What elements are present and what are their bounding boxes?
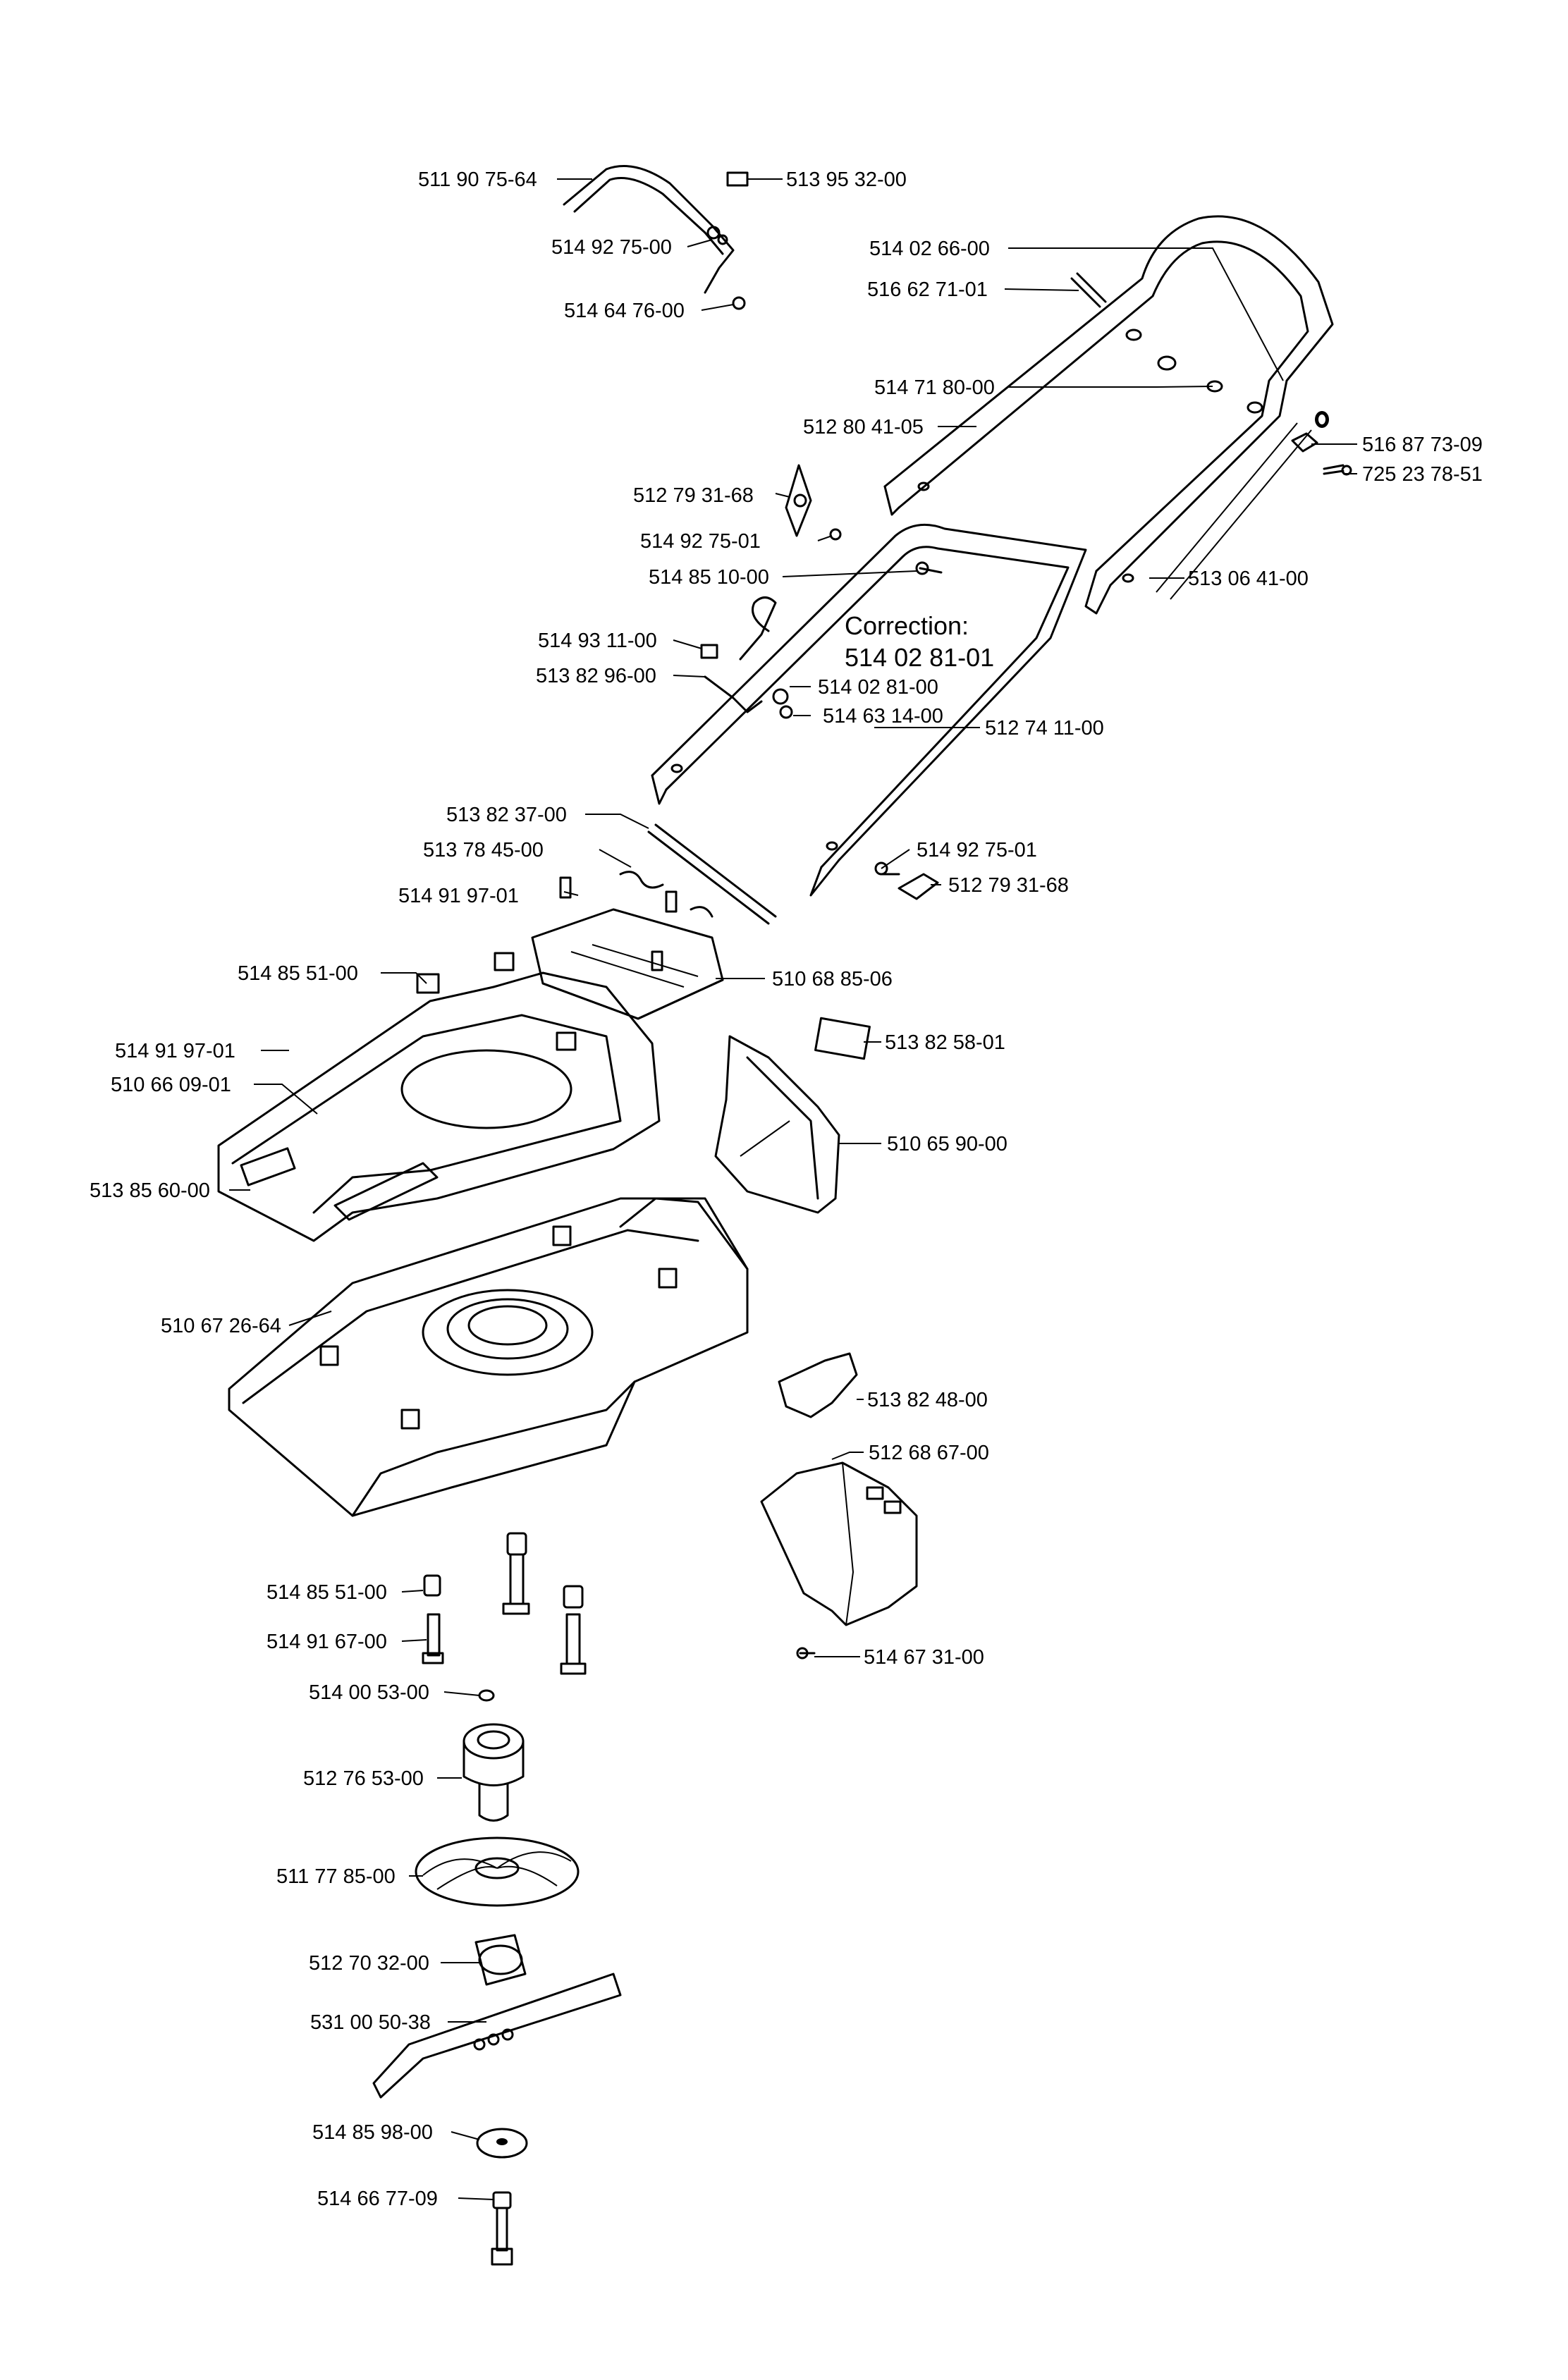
part-label: 514 91 67-00: [267, 1631, 387, 1653]
part-label: 514 85 10-00: [649, 566, 769, 589]
part-label: 512 70 32-00: [309, 1952, 429, 1975]
correction-part-number: 514 02 81-01: [845, 643, 994, 672]
part-label: 512 80 41-05: [803, 416, 924, 438]
part-label: 513 82 58-01: [885, 1031, 1005, 1054]
part-label: 512 76 53-00: [303, 1767, 424, 1790]
control-bar-drawing: [563, 165, 749, 310]
part-label: 510 65 90-00: [887, 1133, 1007, 1155]
lower-handle-drawing: [651, 523, 1087, 897]
part-label: 514 92 75-00: [551, 236, 672, 259]
part-label: 514 64 76-00: [564, 300, 685, 322]
part-label: 510 66 09-01: [111, 1074, 231, 1096]
part-label: 514 91 97-01: [398, 885, 519, 907]
part-label: 512 74 11-00: [985, 717, 1104, 740]
part-label: 513 82 37-00: [446, 804, 567, 826]
part-label: 514 02 81-00: [818, 676, 938, 699]
leader-lines: [229, 178, 1357, 2200]
part-label: 514 66 77-09: [317, 2188, 438, 2210]
part-label: 516 62 71-01: [867, 278, 988, 301]
part-label: 513 95 32-00: [786, 168, 907, 191]
part-label: 516 87 73-09: [1362, 434, 1483, 456]
part-label: 510 68 85-06: [772, 968, 893, 990]
side-deflector-drawing: [714, 1017, 871, 1214]
part-label: 514 92 75-01: [640, 530, 761, 553]
part-label: 514 93 11-00: [538, 630, 657, 652]
part-label: 513 78 45-00: [423, 839, 544, 861]
part-label: 511 77 85-00: [276, 1865, 396, 1888]
part-label: 514 63 14-00: [823, 705, 943, 728]
part-label: 514 71 80-00: [874, 376, 995, 399]
correction-title: Correction:: [845, 611, 969, 640]
part-label: 510 67 26-64: [161, 1315, 281, 1337]
part-label: 514 00 53-00: [309, 1681, 429, 1704]
part-label: 513 85 60-00: [90, 1179, 210, 1202]
part-labels: 511 90 75-64 513 95 32-00 514 92 75-00 5…: [90, 168, 1483, 2210]
part-label: 514 91 97-01: [115, 1040, 235, 1062]
part-label: 514 67 31-00: [864, 1646, 984, 1669]
discharge-chute-drawing: [760, 1352, 918, 1660]
upper-handle-drawing: [883, 215, 1352, 615]
rear-flap-drawing: [531, 908, 724, 1020]
part-label: 514 85 51-00: [267, 1581, 387, 1604]
part-label: 514 85 98-00: [312, 2121, 433, 2144]
part-label: 512 68 67-00: [869, 1442, 989, 1464]
part-label: 511 90 75-64: [418, 168, 537, 191]
motor-bolts-drawing: [422, 1532, 587, 1702]
blade-stack-drawing: [372, 1723, 622, 2266]
deck-drawing: [228, 1197, 749, 1517]
part-label: 514 02 66-00: [869, 238, 990, 260]
part-label: 513 82 96-00: [536, 665, 656, 687]
top-cover-drawing: [217, 952, 661, 1242]
part-label: 725 23 78-51: [1362, 463, 1483, 486]
part-label: 513 82 48-00: [867, 1389, 988, 1411]
part-label: 512 79 31-68: [948, 874, 1069, 897]
part-label: 531 00 50-38: [310, 2011, 431, 2034]
part-label: 514 92 75-01: [917, 839, 1037, 861]
part-label: 512 79 31-68: [633, 484, 754, 507]
part-label: 514 85 51-00: [238, 962, 358, 985]
small-hardware-drawing: [700, 464, 939, 900]
part-label: 513 06 41-00: [1188, 568, 1309, 590]
axle-rod-drawing: [559, 823, 777, 925]
